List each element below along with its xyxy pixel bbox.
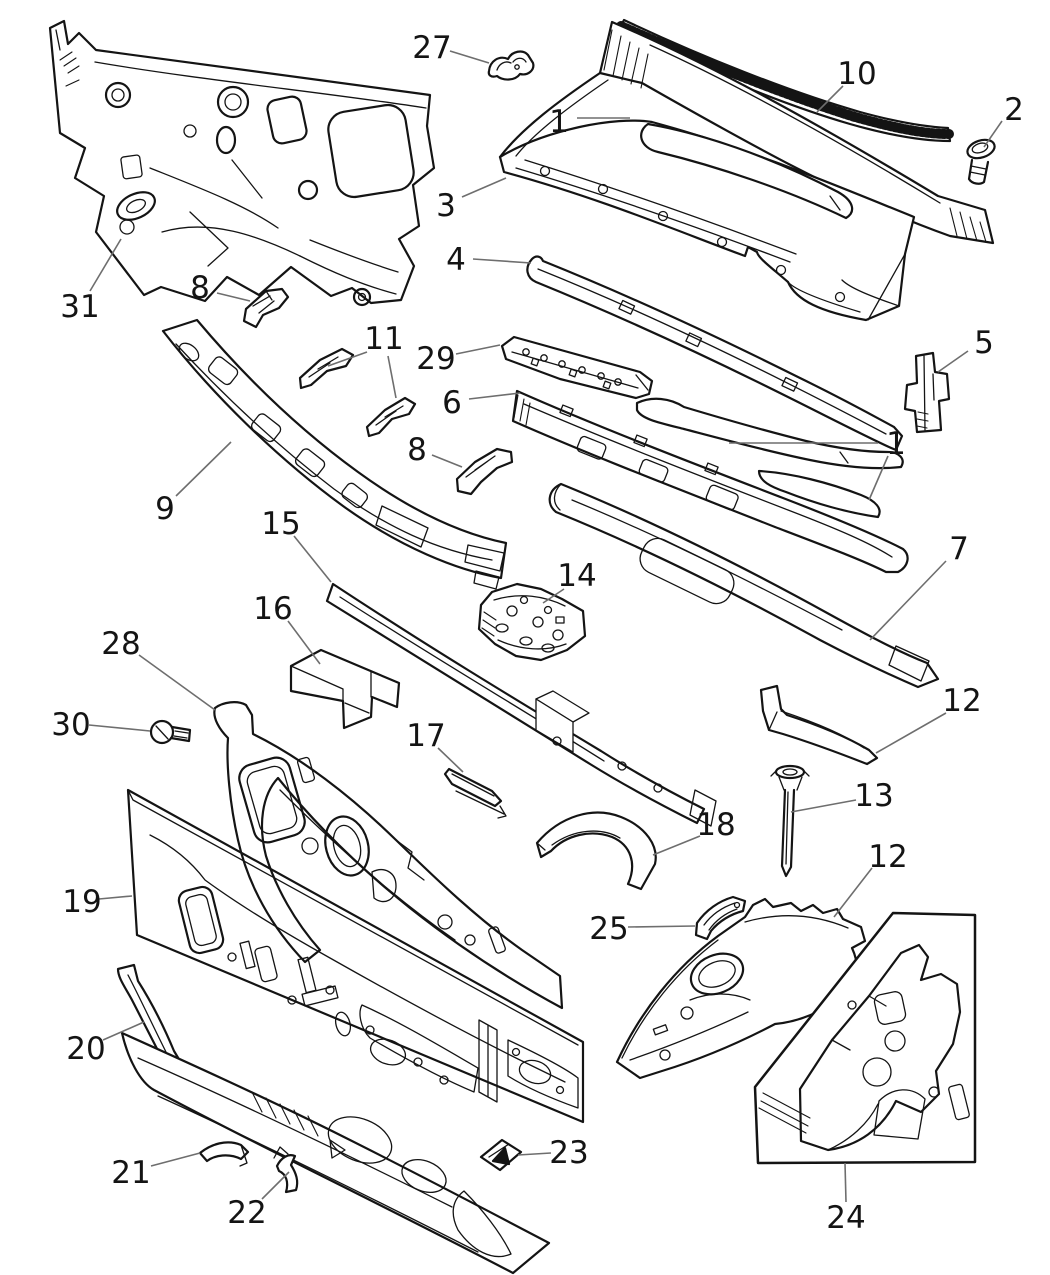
cowl-lower-rail-drawing (548, 482, 940, 689)
reinforcement-strip-drawing (526, 255, 904, 452)
strip-17-drawing (443, 767, 507, 819)
dash-panel-assembly-drawing (48, 19, 436, 307)
callout-4: 4 (446, 242, 466, 278)
hinge-pillar-box-drawing (753, 911, 977, 1165)
leader-line-11 (327, 351, 368, 367)
callout-1: 1 (886, 426, 906, 462)
u-channel-drawing (289, 648, 401, 730)
callout-8: 8 (407, 432, 427, 468)
leader-line-13 (790, 799, 857, 813)
leader-line-17 (437, 747, 464, 773)
leader-line-15 (293, 535, 332, 583)
callout-18: 18 (696, 807, 735, 843)
leader-line-12 (875, 712, 947, 754)
step-bracket-drawing (903, 351, 951, 434)
cowl-side-rail-drawing (161, 318, 508, 590)
leader-line-18 (652, 835, 701, 856)
drilled-strip-drawing (500, 335, 654, 400)
callout-10: 10 (837, 56, 876, 92)
callout-19: 19 (62, 884, 101, 920)
clip-23-drawing (479, 1138, 523, 1172)
callout-12: 12 (868, 839, 907, 875)
callout-21: 21 (111, 1155, 150, 1191)
leader-line-22 (261, 1171, 290, 1200)
callout-7: 7 (949, 531, 969, 567)
leader-line-27 (449, 50, 490, 64)
floor-rail-drawing (325, 582, 717, 827)
callout-3: 3 (436, 188, 456, 224)
leader-line-24 (844, 1162, 847, 1203)
silencer-pads-drawing (635, 397, 904, 519)
leader-line-8 (431, 454, 463, 468)
leader-line-21 (150, 1152, 201, 1167)
bracket-8-right-drawing (455, 447, 514, 496)
leader-line-19 (98, 895, 133, 900)
callout-9: 9 (155, 491, 175, 527)
leader-line-1 (868, 455, 889, 501)
callout-23: 23 (549, 1135, 588, 1171)
callout-11: 11 (364, 321, 403, 357)
screw-2-drawing (966, 138, 996, 185)
bracket-12-upper-drawing (759, 684, 879, 766)
leader-line-16 (287, 620, 321, 665)
callout-16: 16 (253, 591, 292, 627)
drain-rod-drawing (770, 764, 810, 878)
leader-line-12 (833, 867, 873, 918)
silencer-lower-drawing (116, 963, 551, 1275)
leader-line-28 (138, 654, 216, 711)
leader-line-25 (627, 925, 696, 928)
bracket-25-drawing (694, 895, 747, 941)
screw-30-drawing (149, 719, 192, 745)
leader-line-23 (517, 1152, 552, 1156)
leader-line-2 (983, 120, 1003, 148)
callout-30: 30 (51, 707, 90, 743)
leader-line-30 (88, 724, 151, 732)
silencer-mat-panel-drawing (126, 788, 585, 1124)
callout-12: 12 (942, 683, 981, 719)
cowl-top-panel-drawing (498, 20, 995, 322)
leader-line-14 (542, 588, 565, 604)
callout-31: 31 (60, 289, 99, 325)
silencer-pad-upper-drawing (640, 122, 854, 220)
leader-line-9 (175, 441, 232, 497)
callout-1: 1 (549, 104, 569, 140)
leader-line-3 (461, 177, 507, 198)
callout-17: 17 (406, 718, 445, 754)
bracket-11-left-drawing (298, 347, 355, 390)
callout-20: 20 (66, 1031, 105, 1067)
curved-bracket-drawing (535, 811, 657, 891)
callout-25: 25 (589, 911, 628, 947)
leader-line-6 (468, 392, 521, 400)
callout-22: 22 (227, 1195, 266, 1231)
drilled-bracket-drawing (477, 582, 587, 662)
leader-line-8 (216, 292, 251, 302)
callout-6: 6 (442, 385, 462, 421)
clip-21-drawing (198, 1141, 250, 1167)
callout-27: 27 (412, 30, 451, 66)
leader-line-5 (937, 350, 969, 373)
leader-line-11 (387, 355, 397, 399)
callout-24: 24 (826, 1200, 865, 1236)
callout-29: 29 (416, 341, 455, 377)
dash-panel-lower-drawing (213, 701, 564, 1010)
leader-line-10 (816, 85, 844, 113)
leader-line-4 (472, 258, 532, 264)
leader-line-29 (455, 344, 501, 355)
callout-5: 5 (974, 325, 994, 361)
callout-8: 8 (190, 270, 210, 306)
bracket-11-right-drawing (365, 396, 417, 438)
plenum-lower-rail-drawing (511, 389, 909, 574)
bracket-8-left-drawing (242, 287, 290, 329)
leader-line-31 (89, 238, 122, 292)
clip-27-drawing (487, 50, 535, 81)
callout-13: 13 (854, 778, 893, 814)
callout-28: 28 (101, 626, 140, 662)
leader-line-7 (869, 560, 947, 641)
callout-14: 14 (557, 558, 596, 594)
callout-15: 15 (261, 506, 300, 542)
leader-line-20 (102, 1021, 145, 1041)
callout-2: 2 (1004, 92, 1024, 128)
